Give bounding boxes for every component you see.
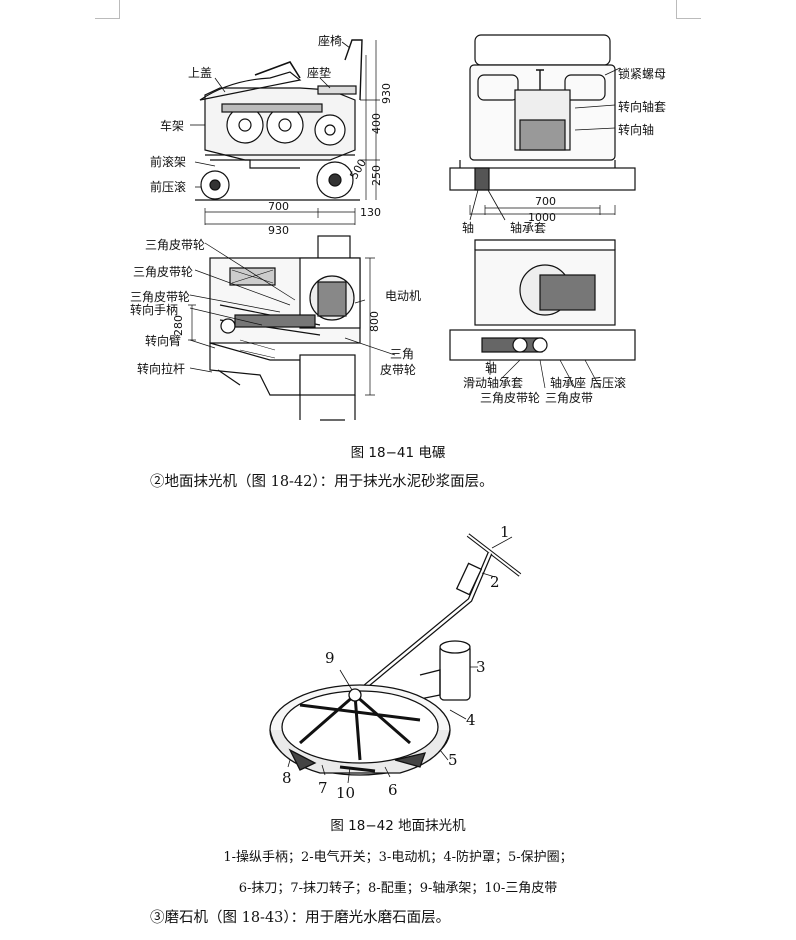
label-front-roller-frame: 前滚架 bbox=[150, 154, 186, 169]
label-top-cover: 上盖 bbox=[188, 66, 212, 80]
label-v-pulley-right-line2: 皮带轮 bbox=[380, 363, 416, 377]
front-view-drawing bbox=[449, 34, 636, 221]
label-rear-press-roller: 后压滚 bbox=[590, 375, 626, 390]
figure-18-42-caption: 图 18−42 地面抹光机 bbox=[330, 818, 466, 834]
dim-280: 280 bbox=[172, 315, 185, 336]
rear-view-drawing bbox=[449, 239, 636, 389]
fig42-number-8: 8 bbox=[282, 769, 292, 787]
dim-800: 800 bbox=[368, 311, 381, 332]
label-steering-shaft: 转向轴 bbox=[618, 122, 654, 137]
paragraph-terrazzo-grinder: ③磨石机（图 18-43）：用于磨光水磨石面层。 bbox=[150, 910, 451, 926]
fig42-number-5: 5 bbox=[448, 751, 458, 769]
label-seat: 座椅 bbox=[318, 33, 342, 48]
figure-18-42-legend-line2: 6-抹刀；7-抹刀转子；8-配重；9-轴承架；10-三角皮带 bbox=[238, 881, 558, 896]
dim-1000: 1000 bbox=[528, 211, 556, 224]
label-bearing-seat: 轴承座 bbox=[550, 375, 586, 390]
dim-250: 250 bbox=[370, 165, 383, 186]
figure-18-41-caption: 图 18−41 电碾 bbox=[350, 445, 446, 461]
dim-930-horizontal: 930 bbox=[268, 224, 289, 237]
figure-18-42-legend-line1: 1-操纵手柄；2-电气开关；3-电动机；4-防护罩；5-保护圈； bbox=[223, 850, 573, 865]
page-corner-mark bbox=[95, 0, 120, 19]
label-cushion: 座垫 bbox=[307, 65, 331, 80]
fig42-number-3: 3 bbox=[476, 658, 486, 676]
label-steering-handle: 转向手柄 bbox=[130, 302, 178, 317]
fig42-number-7: 7 bbox=[318, 779, 328, 797]
label-bearing-sleeve: 轴承套 bbox=[510, 220, 546, 235]
dim-700-right: 700 bbox=[535, 195, 556, 208]
label-v-pulley-b: 三角皮带轮 bbox=[480, 391, 540, 405]
fig42-number-6: 6 bbox=[388, 781, 398, 799]
figure-18-42-drawing: 1 2 3 4 5 6 7 8 9 10 bbox=[269, 523, 522, 802]
dim-400: 400 bbox=[370, 113, 383, 134]
paragraph-floor-trowel: ②地面抹光机（图 18-42）：用于抹光水泥砂浆面层。 bbox=[150, 474, 494, 490]
label-lock-nut: 锁紧螺母 bbox=[618, 66, 666, 81]
plan-view-drawing bbox=[188, 235, 396, 421]
page-corner-mark bbox=[676, 0, 701, 19]
label-steering-arm: 转向臂 bbox=[145, 333, 181, 348]
label-shaft: 轴 bbox=[462, 220, 474, 235]
label-motor: 电动机 bbox=[385, 289, 421, 303]
dim-130: 130 bbox=[360, 206, 381, 219]
label-steering-sleeve: 转向轴套 bbox=[618, 99, 666, 114]
fig42-number-4: 4 bbox=[466, 711, 476, 729]
dim-930-vertical: 930 bbox=[380, 83, 393, 104]
fig42-number-10: 10 bbox=[336, 784, 355, 802]
label-frame: 车架 bbox=[160, 118, 184, 133]
label-v-pulley-2: 三角皮带轮 bbox=[133, 265, 193, 279]
label-shaft-b: 轴 bbox=[485, 360, 497, 375]
label-sliding-bearing-sleeve: 滑动轴承套 bbox=[463, 375, 523, 390]
fig42-number-9: 9 bbox=[325, 649, 335, 667]
dim-700: 700 bbox=[268, 200, 289, 213]
label-front-press-roller: 前压滚 bbox=[150, 179, 186, 194]
label-v-pulley-right-line1: 三角 bbox=[390, 347, 414, 361]
figure-18-41-drawing: 座椅 上盖 座垫 车架 前滚架 前压滚 400 930 250 500 700 … bbox=[130, 33, 666, 421]
label-v-pulley-1: 三角皮带轮 bbox=[145, 238, 205, 252]
side-view-drawing bbox=[190, 39, 380, 225]
label-steering-rod: 转向拉杆 bbox=[137, 361, 185, 376]
label-v-belt: 三角皮带 bbox=[545, 391, 593, 405]
fig42-number-1: 1 bbox=[500, 523, 510, 541]
label-v-pulley-3: 三角皮带轮 bbox=[130, 290, 190, 304]
fig42-number-2: 2 bbox=[490, 573, 500, 591]
